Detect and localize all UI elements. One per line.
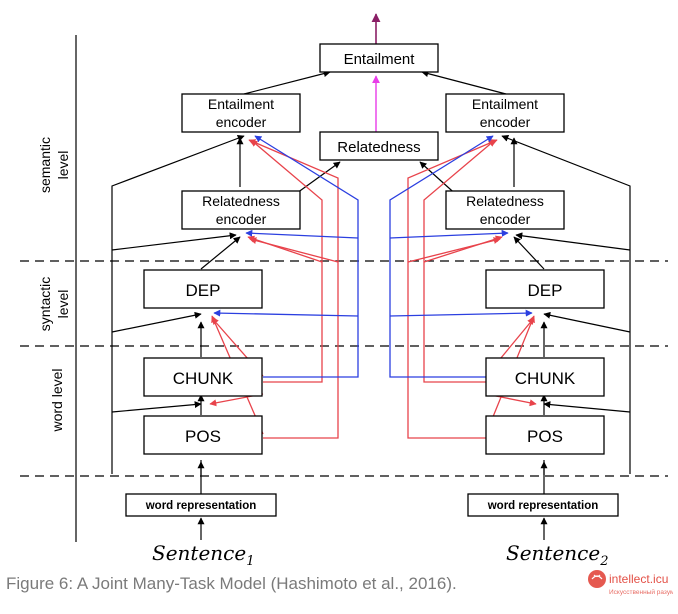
word-representation-right: word representation — [467, 493, 619, 517]
relatedness-encoder-right: Relatedness encoder — [445, 190, 565, 230]
watermark: intellect.icu Искусственный разум — [588, 570, 673, 596]
level-separators — [20, 260, 668, 477]
svg-text:Relatedness: Relatedness — [337, 139, 420, 156]
svg-text:DEP: DEP — [186, 281, 221, 300]
svg-text:CHUNK: CHUNK — [515, 369, 576, 388]
svg-text:POS: POS — [185, 427, 221, 446]
sentence-1-label: Sentence1 — [152, 541, 255, 569]
svg-text:word representation: word representation — [487, 500, 599, 512]
svg-text:encoder: encoder — [480, 114, 531, 130]
svg-text:encoder: encoder — [216, 211, 267, 227]
relatedness-encoder-left: Relatedness encoder — [181, 190, 301, 230]
syntactic-level-label: syntactic — [37, 277, 53, 331]
relatedness-box: Relatedness — [319, 131, 439, 161]
brain-logo-icon — [588, 570, 606, 588]
svg-text:DEP: DEP — [528, 281, 563, 300]
svg-text:encoder: encoder — [480, 211, 531, 227]
input-arrows — [197, 461, 548, 540]
figure-caption: Figure 6: A Joint Many-Task Model (Hashi… — [6, 574, 457, 593]
entailment-box: Entailment — [319, 43, 439, 73]
entailment-encoder-right: Entailment encoder — [445, 93, 565, 133]
svg-text:Искусственный разум: Искусственный разум — [609, 588, 673, 596]
syntactic-level-label-2: level — [55, 290, 71, 319]
svg-text:Relatedness: Relatedness — [202, 193, 280, 209]
svg-text:word representation: word representation — [145, 500, 257, 512]
svg-text:encoder: encoder — [216, 114, 267, 130]
svg-text:intellect.icu: intellect.icu — [609, 572, 668, 586]
word-level-label: word level — [49, 368, 65, 432]
semantic-level-label-2: level — [55, 151, 71, 180]
svg-text:Entailment: Entailment — [472, 96, 538, 112]
semantic-level-label: semantic — [37, 137, 53, 193]
svg-text:Entailment: Entailment — [344, 51, 416, 68]
word-representation-left: word representation — [125, 493, 277, 517]
svg-text:Relatedness: Relatedness — [466, 193, 544, 209]
level-labels: semantic level syntactic level word leve… — [37, 137, 71, 433]
chunk-box-left: CHUNK — [143, 357, 263, 397]
entailment-encoder-left: Entailment encoder — [181, 93, 301, 133]
left-blue-connections — [213, 135, 359, 378]
svg-text:CHUNK: CHUNK — [173, 369, 234, 388]
dep-box-left: DEP — [143, 269, 263, 309]
pos-box-right: POS — [485, 415, 605, 455]
left-black-connections — [111, 70, 341, 475]
pos-box-left: POS — [143, 415, 263, 455]
svg-text:Entailment: Entailment — [208, 96, 274, 112]
right-blue-connections — [389, 135, 533, 378]
sentence-2-label: Sentence2 — [506, 541, 609, 569]
right-black-connections — [419, 70, 631, 475]
chunk-box-right: CHUNK — [485, 357, 605, 397]
svg-text:POS: POS — [527, 427, 563, 446]
dep-box-right: DEP — [485, 269, 605, 309]
